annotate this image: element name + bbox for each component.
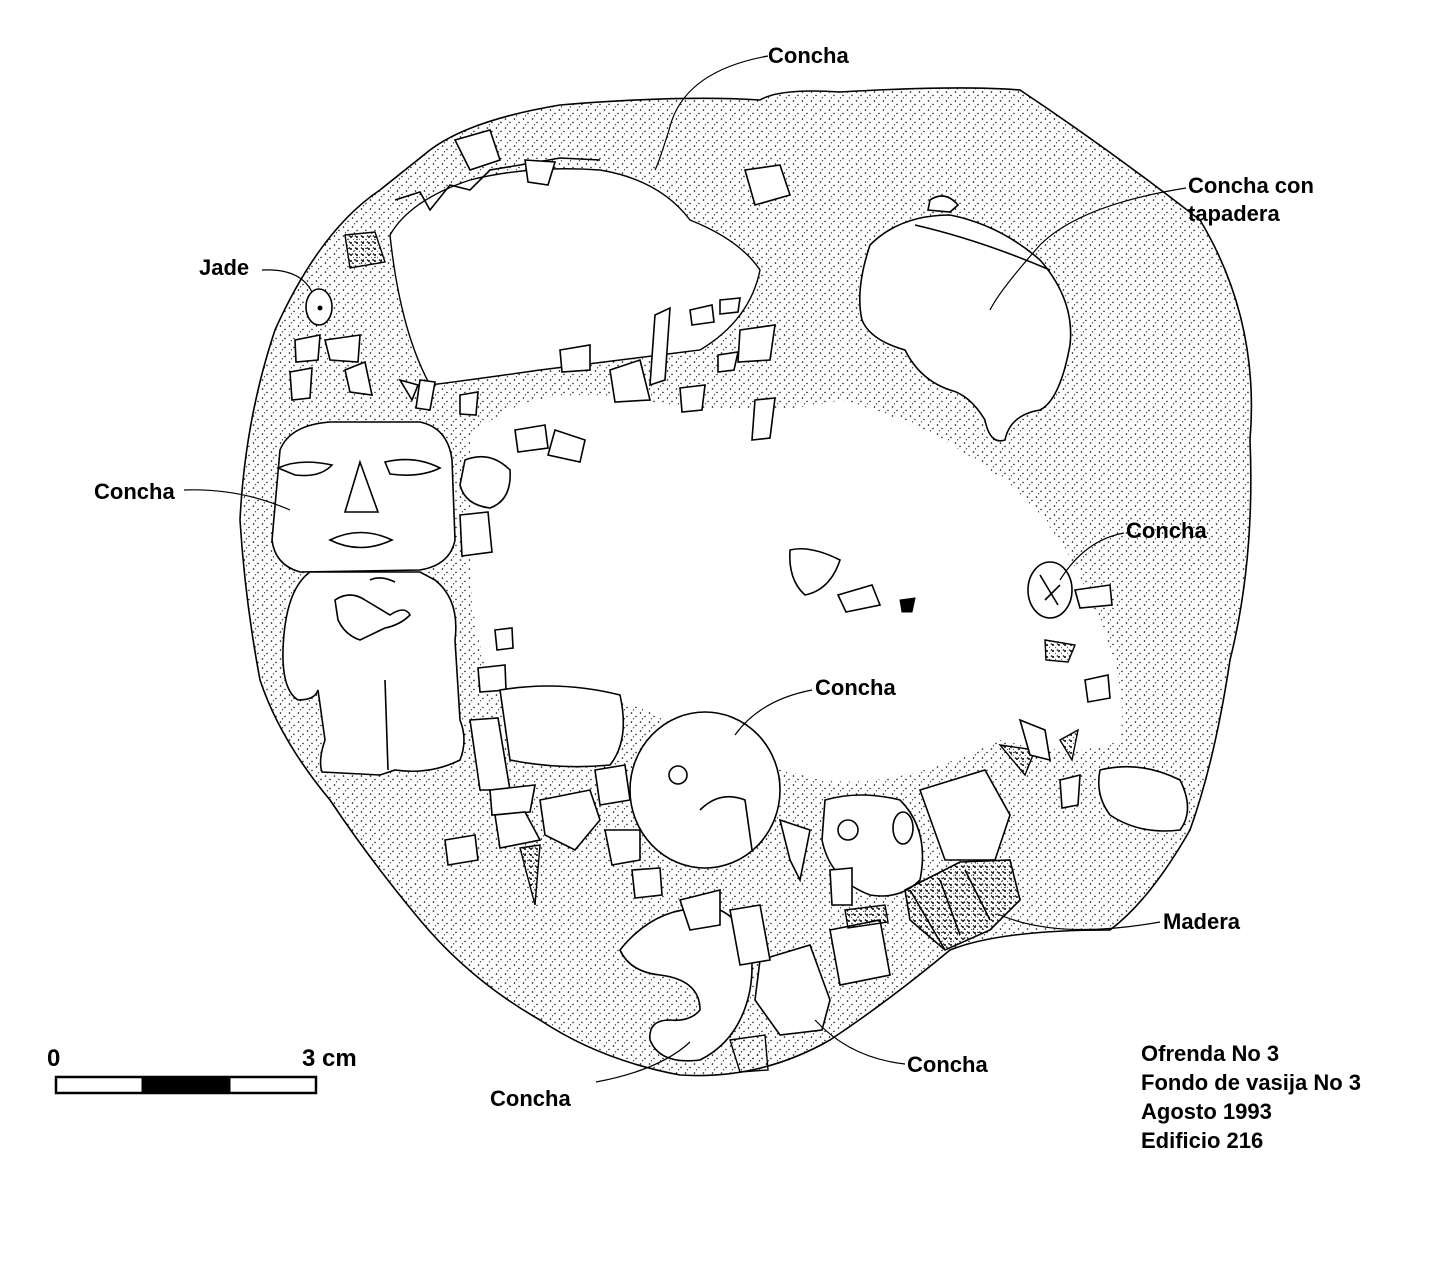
leader-concha-bottom-right xyxy=(814,1019,906,1065)
label-concha-left: Concha xyxy=(94,479,175,504)
center-shell-mark xyxy=(699,795,753,851)
caption-line-2: Fondo de vasija No 3 xyxy=(1141,1070,1361,1095)
scale-bar: 0 3 cm xyxy=(47,1045,357,1095)
shell-lid-knob xyxy=(927,195,960,213)
scale-start-label: 0 xyxy=(47,1045,60,1072)
wood-block xyxy=(918,769,1011,861)
right-shell-disc xyxy=(1027,561,1073,619)
figurine-right-eye xyxy=(383,458,442,476)
shell-lid-line xyxy=(914,224,1051,271)
figurine-left-eye xyxy=(275,461,334,477)
scattered-fragments xyxy=(289,129,1113,1073)
top-left-shell-rim xyxy=(394,157,601,212)
bottom-right-shell-stem xyxy=(729,904,771,966)
wood-fragment-lines xyxy=(909,869,991,951)
spiral-hole xyxy=(892,811,914,845)
bottom-right-shell xyxy=(754,944,831,1036)
figurine-neck xyxy=(369,577,396,583)
figurine-mouth xyxy=(328,531,394,549)
leader-concha-right xyxy=(1059,532,1125,581)
bottom-left-hook-shell xyxy=(619,907,753,1062)
label-concha-bottom-left: Concha xyxy=(490,1086,571,1111)
scale-end-label: 3 cm xyxy=(302,1045,357,1072)
caption-block: Ofrenda No 3 Fondo de vasija No 3 Agosto… xyxy=(1141,1041,1361,1153)
figurine-leg-line xyxy=(384,679,389,771)
label-tapadera: tapadera xyxy=(1188,201,1280,226)
figurine-body xyxy=(282,571,465,776)
leader-concha-con-tapadera xyxy=(989,187,1187,311)
wood-fragment xyxy=(904,859,1021,951)
label-concha-bottom-right: Concha xyxy=(907,1052,988,1077)
clear-central-area xyxy=(470,395,1122,782)
center-round-shell xyxy=(629,711,781,869)
leader-concha-center xyxy=(734,689,813,736)
caption-line-1: Ofrenda No 3 xyxy=(1141,1041,1279,1066)
jade-bead-hole xyxy=(317,305,323,311)
label-madera: Madera xyxy=(1163,909,1241,934)
shell-figurine xyxy=(271,421,465,776)
caption-line-4: Edificio 216 xyxy=(1141,1128,1263,1153)
scale-bar-black-segment xyxy=(141,1076,231,1094)
label-concha-right: Concha xyxy=(1126,518,1207,543)
leader-concha-bottom-left xyxy=(595,1041,691,1083)
spiral-mark xyxy=(837,819,859,841)
leader-jade xyxy=(261,269,313,293)
label-concha-top: Concha xyxy=(768,43,849,68)
leader-madera xyxy=(999,914,1161,931)
leader-concha-left xyxy=(183,489,291,511)
bottom-right-end-piece xyxy=(1097,765,1189,832)
right-shell-disc-marks xyxy=(1039,574,1061,606)
center-shell-hole xyxy=(668,765,688,785)
caption-line-3: Agosto 1993 xyxy=(1141,1099,1272,1124)
label-concha-center: Concha xyxy=(815,675,896,700)
figurine-nose xyxy=(343,459,380,513)
label-concha-con: Concha con xyxy=(1188,173,1314,198)
figurine-hands xyxy=(334,594,411,641)
leader-concha-top xyxy=(654,55,769,171)
label-jade: Jade xyxy=(199,255,249,280)
